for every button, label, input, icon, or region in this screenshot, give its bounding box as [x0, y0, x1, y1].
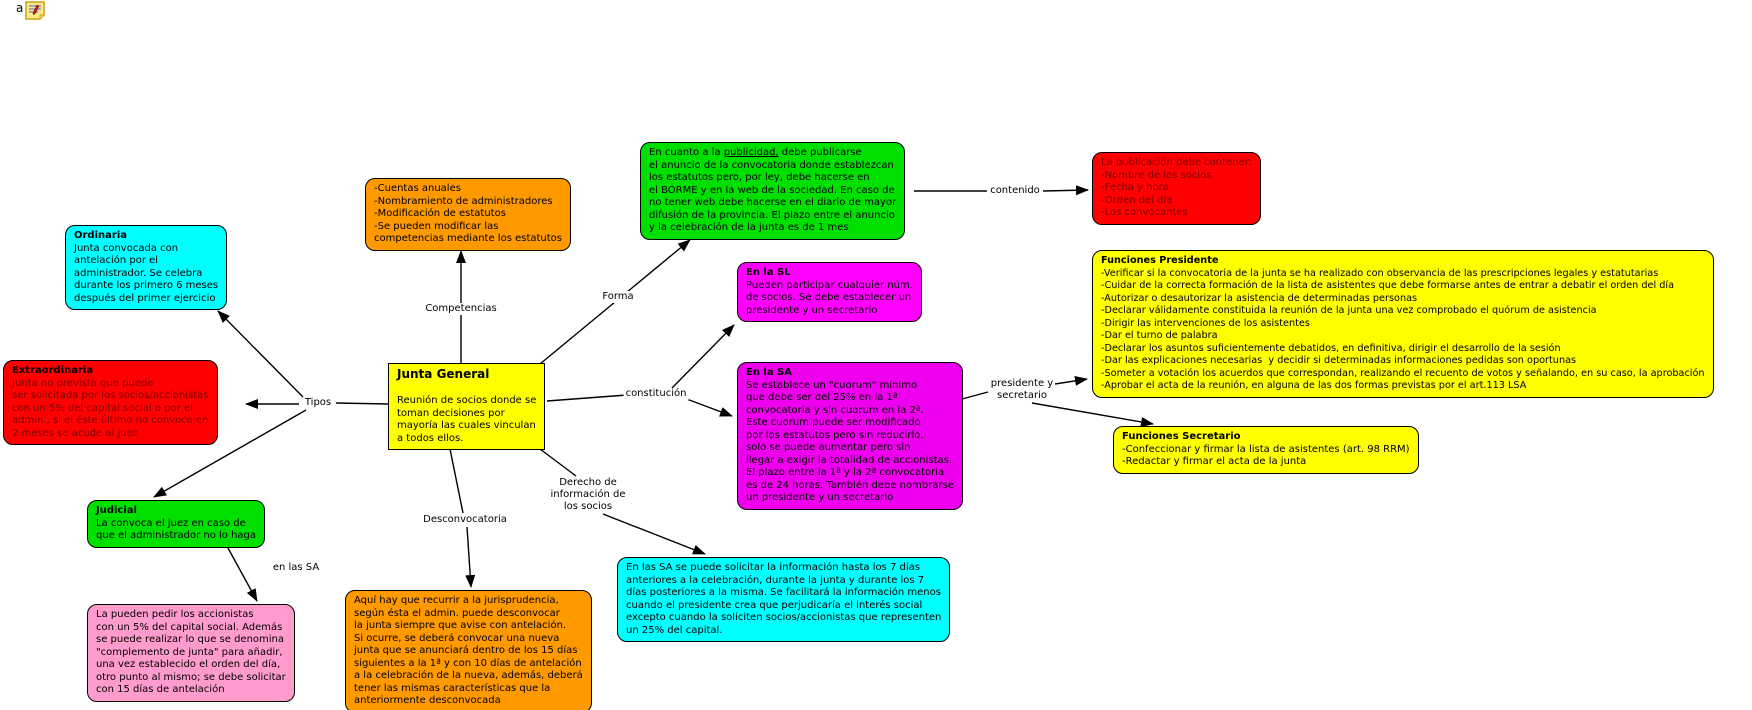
sticky-note-pencil-icon[interactable] [25, 1, 46, 24]
concept-box-info-socios-sa[interactable]: En las SA se puede solicitar la informac… [617, 557, 951, 642]
box-title: Junta General [397, 367, 490, 381]
box-text: En cuanto a la publicidad, debe publicar… [649, 147, 897, 233]
box-text: Junta convocada con antelación por el ad… [74, 242, 219, 304]
link-label-desconvocatoria[interactable]: Desconvocatoria [421, 514, 509, 526]
edge-presidente-y-secretario-to-funciones-presidente [1054, 375, 1088, 386]
concept-box-judicial[interactable]: Judicial La convoca el juez en caso de q… [87, 500, 266, 548]
link-label-forma[interactable]: Forma [600, 291, 636, 303]
concept-box-competencias-lista[interactable]: -Cuentas anuales -Nombramiento de admini… [365, 178, 572, 251]
box-title: En la SL [746, 267, 791, 278]
edge-desconvocatoria-to-desconvocatoria-texto [465, 526, 476, 588]
concept-box-junta-general[interactable]: Junta General Reunión de socios donde se… [388, 363, 546, 450]
box-text: Aquí hay que recurrir a la jurisprudenci… [354, 595, 583, 706]
edge-judicial-to-peticion-accionistas [227, 547, 258, 602]
box-text: -Cuentas anuales -Nombramiento de admini… [374, 183, 563, 244]
edge-tipos-to-judicial [153, 409, 307, 498]
concept-box-en-la-sa[interactable]: En la SA Se establece un "cuorum" mínimo… [737, 362, 963, 510]
box-text: Se establece un "cuorum" mínimo que debe… [746, 379, 954, 504]
edge-junta-general-to-desconvocatoria [449, 448, 464, 514]
box-text: La pueden pedir los accionistas con un 5… [96, 609, 286, 695]
box-text: Pueden participar cualquier núm. de soci… [746, 279, 913, 316]
concept-box-funciones-presidente[interactable]: Funciones Presidente -Verificar si la co… [1092, 250, 1714, 398]
concept-box-funciones-secretario[interactable]: Funciones Secretario -Confeccionar y fir… [1113, 426, 1419, 474]
concept-box-en-la-sl[interactable]: En la SL Pueden participar cualquier núm… [737, 262, 922, 322]
edge-junta-general-to-tipos [335, 402, 389, 405]
edge-constitucion-to-en-la-sa [683, 397, 733, 417]
link-label-constitucion[interactable]: constitución [623, 388, 689, 400]
link-label-competencias[interactable]: Competencias [423, 303, 499, 315]
box-title: En la SA [746, 367, 793, 378]
edge-tipos-to-ordinaria [217, 310, 304, 398]
toolbar-annotation[interactable]: a [16, 1, 46, 24]
link-label-tipos[interactable]: Tipos [302, 397, 334, 409]
concept-box-desconvocatoria-texto[interactable]: Aquí hay que recurrir a la jurisprudenci… [345, 590, 592, 710]
box-text: Reunión de socios donde se toman decisio… [397, 395, 537, 444]
concept-box-ordinaria[interactable]: Ordinaria Junta convocada con antelación… [65, 225, 228, 310]
text-annotation-letter: a [16, 1, 24, 15]
box-text: -Confeccionar y firmar la lista de asist… [1122, 443, 1410, 468]
box-text: La convoca el juez en caso de que el adm… [96, 517, 257, 542]
link-label-presidente-y-secretario[interactable]: presidente y secretario [988, 378, 1056, 402]
box-title: Ordinaria [74, 230, 127, 241]
concept-box-peticion-accionistas[interactable]: La pueden pedir los accionistas con un 5… [87, 604, 295, 702]
concept-box-contenido-publicacion[interactable]: La publicación debe contener: -Nombre de… [1092, 152, 1262, 225]
edge-en-la-sa-to-presidente-y-secretario [961, 391, 989, 400]
box-text: La publicación debe contener: -Nombre de… [1101, 157, 1253, 218]
edge-constitucion-to-en-la-sl [671, 324, 735, 389]
concept-box-publicidad[interactable]: En cuanto a la publicidad, debe publicar… [640, 142, 906, 240]
edge-junta-general-to-derecho-informacion [539, 448, 577, 477]
box-title: Funciones Secretario [1122, 431, 1241, 442]
edge-presidente-y-secretario-to-funciones-secretario [1031, 402, 1154, 427]
concept-box-extraordinaria[interactable]: Extraordinaria Junta no prevista que pue… [3, 360, 218, 445]
edge-junta-general-to-constitucion [546, 394, 628, 402]
link-label-derecho-informacion[interactable]: Derecho de información de los socios [548, 477, 628, 513]
box-text: En las SA se puede solicitar la informac… [626, 562, 942, 636]
box-title: Extraordinaria [12, 365, 94, 376]
edge-derecho-informacion-to-info-socios-sa [602, 513, 706, 555]
box-text: Junta no prevista que puede ser solicita… [12, 377, 209, 439]
box-text: -Verificar si la convocatoria de la junt… [1101, 267, 1705, 392]
box-title: Judicial [96, 505, 137, 516]
edge-contenido-to-contenido-publicacion [1042, 185, 1089, 196]
box-title: Funciones Presidente [1101, 255, 1219, 266]
link-label-en-las-sa[interactable]: en las SA [270, 562, 322, 574]
link-label-contenido[interactable]: contenido [988, 185, 1042, 197]
